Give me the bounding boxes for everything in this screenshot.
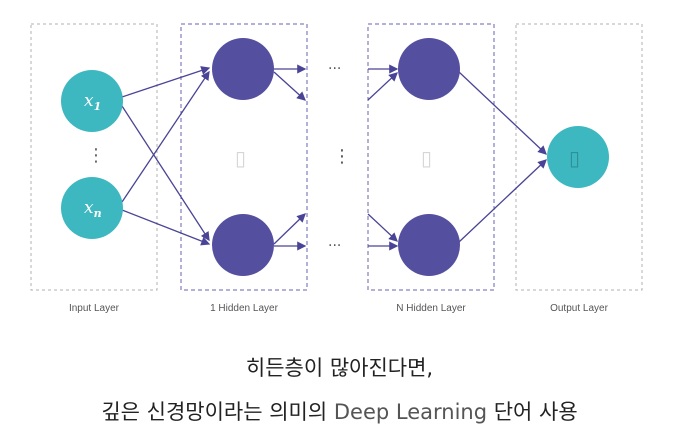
edge: [273, 71, 306, 101]
edge: [367, 72, 398, 101]
caption-deep-learning: Deep Learning: [333, 400, 488, 424]
edge: [367, 213, 398, 242]
hidden-layer-1-label: 1 Hidden Layer: [210, 303, 278, 314]
caption-line-1: 히든층이 많아진다면,: [245, 356, 434, 380]
hidden1-node-top: [212, 38, 274, 100]
hidden-layer-n-label: N Hidden Layer: [396, 303, 466, 314]
edge: [121, 66, 211, 98]
output-node: [547, 126, 609, 188]
hiddenN-node-bottom: [398, 214, 460, 276]
input-node-n: [61, 177, 123, 239]
input-node-n-label: xn: [84, 198, 102, 220]
caption-line-2-post: 단어 사용: [487, 400, 578, 424]
input-layer-label: Input Layer: [69, 303, 120, 314]
caption-line-2: 깊은 신경망이라는 의미의 Deep Learning 단어 사용: [0, 396, 679, 426]
input-node-1-label: x1: [84, 91, 101, 113]
input-ellipsis: ⋮: [87, 145, 105, 166]
edge: [273, 213, 306, 245]
edge: [458, 159, 547, 243]
hidden1-placeholder: ▯: [235, 146, 246, 170]
output-node-symbol: ▯: [569, 146, 580, 170]
edge: [458, 71, 547, 155]
edge: [121, 70, 210, 203]
output-layer-box: [515, 23, 643, 291]
horizontal-ellipsis-bottom: ···: [328, 238, 341, 254]
hidden-layer-n-box: [367, 23, 495, 291]
horizontal-ellipsis-top: ···: [328, 61, 341, 77]
edge: [121, 209, 211, 246]
hiddenN-placeholder: ▯: [421, 146, 432, 170]
input-layer-box: [30, 23, 158, 291]
vertical-ellipsis-middle: ⋮: [333, 146, 351, 167]
output-layer-label: Output Layer: [550, 303, 608, 314]
neural-network-diagram: x1 xn ⋮ ▯ ··· ⋮ ··· ▯ ▯ Input Layer 1 Hi…: [30, 23, 643, 314]
caption-line-2-pre: 깊은 신경망이라는 의미의: [101, 400, 334, 424]
input-node-1: [61, 70, 123, 132]
hidden1-node-bottom: [212, 214, 274, 276]
hidden-layer-1-box: [180, 23, 308, 291]
edge: [121, 105, 210, 242]
hiddenN-node-top: [398, 38, 460, 100]
